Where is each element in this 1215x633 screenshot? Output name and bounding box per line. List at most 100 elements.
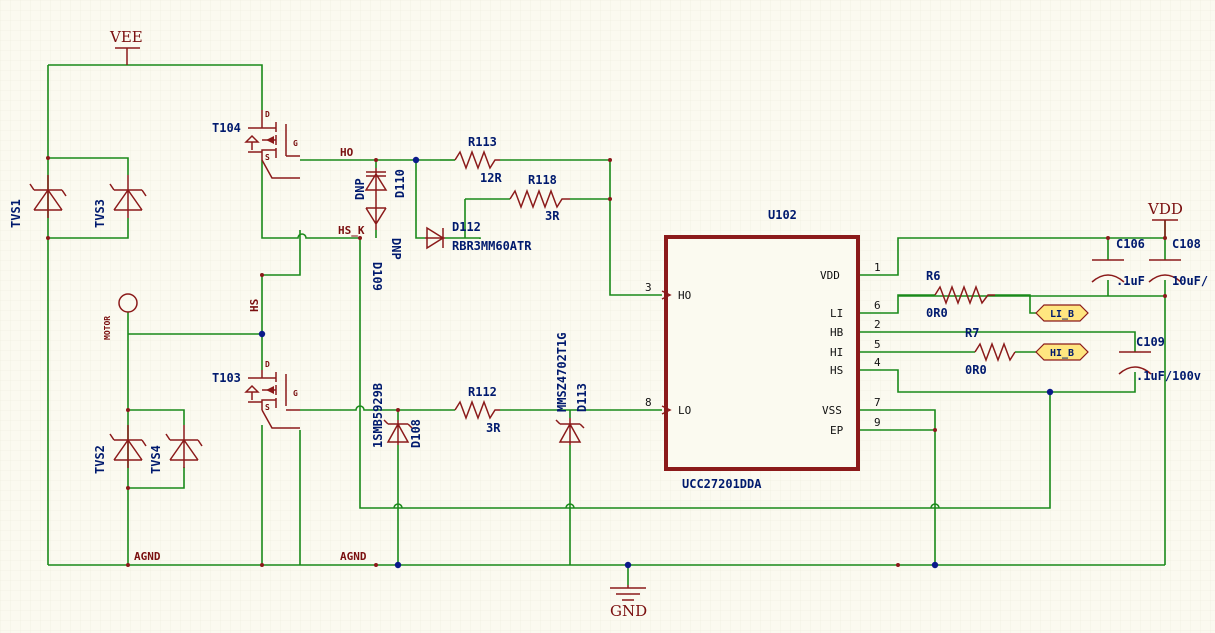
pin-num-hs: 4 xyxy=(874,356,881,369)
t104-pin-s: S xyxy=(265,153,270,162)
d109-ref: D109 xyxy=(370,262,384,291)
port-hi-b-label: HI_B xyxy=(1050,348,1074,359)
port-li-b[interactable]: LI_B xyxy=(1035,304,1089,322)
d108-value: 1SMB5929B xyxy=(371,383,385,448)
r6-resistor: R6 0R0 xyxy=(926,269,995,320)
pin-num-vdd: 1 xyxy=(874,261,881,274)
pin-name-lo: LO xyxy=(678,404,691,417)
tvs1-symbol: TVS1 xyxy=(9,175,67,228)
pin-num-hi: 5 xyxy=(874,338,881,351)
r118-resistor: R118 3R xyxy=(509,173,570,223)
d109-note: DNP xyxy=(389,238,403,260)
net-label-hs: HS xyxy=(248,299,261,312)
d110-note: DNP xyxy=(353,178,367,200)
r112-ref: R112 xyxy=(468,385,497,399)
c106-ref: C106 xyxy=(1116,237,1145,251)
r113-ref: R113 xyxy=(468,135,497,149)
r113-resistor: R113 12R xyxy=(454,135,502,185)
tvs3-symbol: TVS3 xyxy=(93,175,147,228)
u102-right-pins: VDD 1 LI 6 HB 2 HI 5 HS 4 VSS 7 EP 9 xyxy=(820,261,881,437)
t104-pin-g: G xyxy=(293,139,298,148)
tvs4-ref: TVS4 xyxy=(149,445,163,474)
pin-name-li: LI xyxy=(830,307,843,320)
pin-num-ep: 9 xyxy=(874,416,881,429)
vee-label: VEE xyxy=(109,28,143,46)
c108-value: 10uF/ xyxy=(1172,274,1208,288)
vee-power-symbol: VEE xyxy=(109,28,143,65)
d112-value: RBR3MM60ATR xyxy=(452,239,532,253)
c108-capacitor: C108 10uF/ xyxy=(1148,237,1208,288)
tvs3-ref: TVS3 xyxy=(93,199,107,228)
t104-ref: T104 xyxy=(212,121,241,135)
r113-value: 12R xyxy=(480,171,502,185)
pin-name-ep: EP xyxy=(830,424,844,437)
net-label-hs-k: HS_K xyxy=(338,224,365,237)
t103-pin-g: G xyxy=(293,389,298,398)
t104-mosfet: T104 D G S xyxy=(212,110,300,179)
d110-ref: D110 xyxy=(393,169,407,198)
t103-pin-s: S xyxy=(265,403,270,412)
t103-pin-d: D xyxy=(265,360,270,369)
gnd-label: GND xyxy=(610,602,647,620)
wire-crossovers xyxy=(393,503,940,509)
d110-diode: DNP D110 xyxy=(353,168,407,230)
wires xyxy=(47,64,1166,585)
r6-value: 0R0 xyxy=(926,306,948,320)
c109-capacitor: C109 .1uF/100v xyxy=(1118,335,1201,383)
c108-ref: C108 xyxy=(1172,237,1201,251)
pin-end-dots xyxy=(46,156,1167,567)
t103-ref: T103 xyxy=(212,371,241,385)
pin-name-vdd: VDD xyxy=(820,269,840,282)
pin-name-ho: HO xyxy=(678,289,691,302)
pin-num-vss: 7 xyxy=(874,396,881,409)
net-label-agnd-mid: AGND xyxy=(340,550,367,563)
d112-diode: D112 RBR3MM60ATR xyxy=(425,220,532,253)
pin-name-vss: VSS xyxy=(822,404,842,417)
junction-dots xyxy=(258,156,1054,569)
motor-connector: MOTOR xyxy=(103,293,138,340)
d108-diode: 1SMB5929B D108 xyxy=(371,383,423,448)
d113-value: MMSZ4702T1G xyxy=(555,333,569,412)
r7-ref: R7 xyxy=(965,326,979,340)
d113-ref: D113 xyxy=(575,383,589,412)
c106-capacitor: C106 .1uF xyxy=(1091,237,1145,288)
r118-value: 3R xyxy=(545,209,560,223)
pin-name-hi: HI xyxy=(830,346,843,359)
port-li-b-label: LI_B xyxy=(1050,309,1074,320)
r112-resistor: R112 3R xyxy=(454,385,501,435)
pin-name-hs: HS xyxy=(830,364,843,377)
c109-value: .1uF/100v xyxy=(1136,369,1201,383)
net-label-agnd-left: AGND xyxy=(134,550,161,563)
r7-resistor: R7 0R0 xyxy=(965,326,1016,377)
c109-ref: C109 xyxy=(1136,335,1165,349)
tvs2-symbol: TVS2 xyxy=(93,425,147,474)
vdd-power-symbol: VDD xyxy=(1147,200,1183,238)
t103-mosfet: T103 D G S xyxy=(212,360,300,429)
tvs1-ref: TVS1 xyxy=(9,199,23,228)
pin-num-ho: 3 xyxy=(645,281,652,294)
gnd-power-symbol: GND xyxy=(610,585,647,620)
tvs4-symbol: TVS4 xyxy=(149,425,203,474)
net-label-ho: HO xyxy=(340,146,354,159)
tvs2-ref: TVS2 xyxy=(93,445,107,474)
motor-label: MOTOR xyxy=(103,316,112,340)
d109-diode: D109 DNP xyxy=(370,238,403,291)
t104-pin-d: D xyxy=(265,110,270,119)
pin-num-li: 6 xyxy=(874,299,881,312)
port-hi-b[interactable]: HI_B xyxy=(1035,343,1089,361)
vdd-label: VDD xyxy=(1147,200,1183,218)
u102-ref: U102 xyxy=(768,208,797,222)
pin-num-hb: 2 xyxy=(874,318,881,331)
u102-part: UCC27201DDA xyxy=(682,477,762,491)
d108-ref: D108 xyxy=(409,419,423,448)
d112-ref: D112 xyxy=(452,220,481,234)
r112-value: 3R xyxy=(486,421,501,435)
r7-value: 0R0 xyxy=(965,363,987,377)
u102-left-pins: 3 HO 8 LO xyxy=(645,281,691,417)
d113-diode: MMSZ4702T1G D113 xyxy=(555,333,589,445)
pin-name-hb: HB xyxy=(830,326,844,339)
pin-num-lo: 8 xyxy=(645,396,652,409)
u102-ic: U102 UCC27201DDA 3 HO 8 LO VDD 1 LI 6 HB… xyxy=(645,208,881,491)
